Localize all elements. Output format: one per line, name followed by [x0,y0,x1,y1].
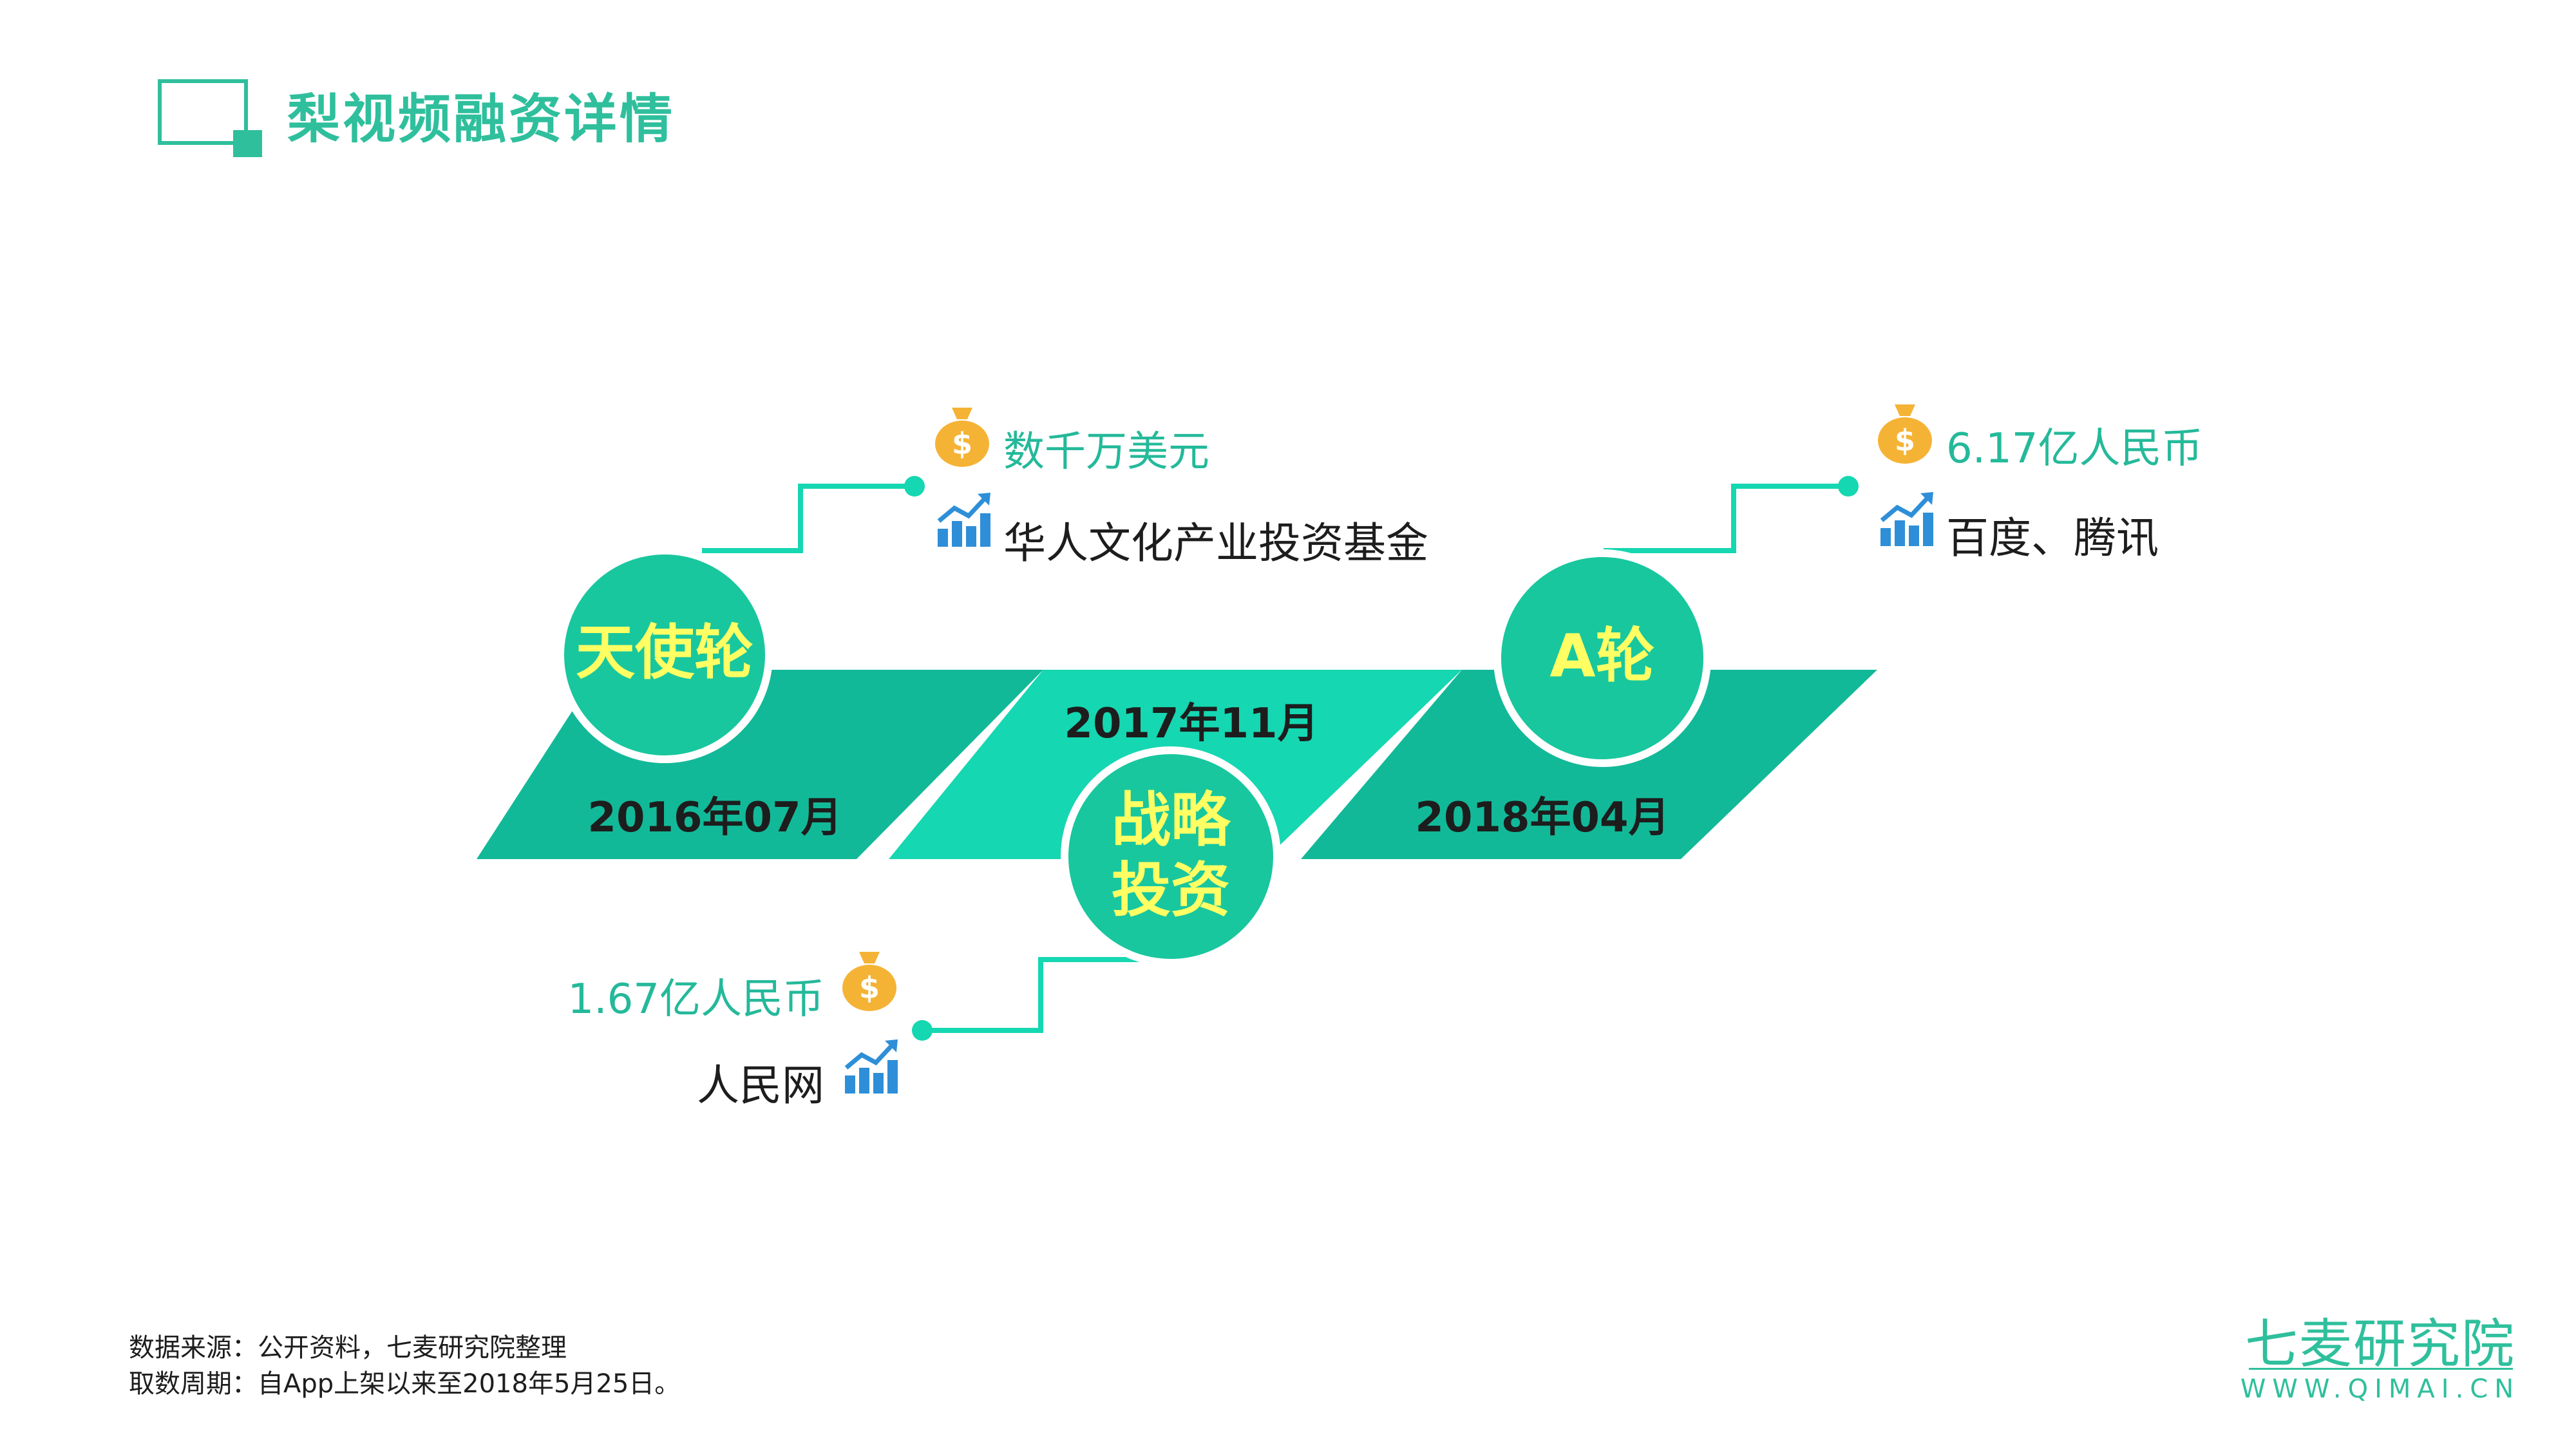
investor-angel: 华人文化产业投资基金 [1003,518,1428,568]
node-circle-strategic [1061,746,1281,967]
money-bag-icon: $ [935,408,989,467]
investor-series-a: 百度、腾讯 [1946,513,2159,563]
page-title: 梨视频融资详情 [287,89,676,150]
amount-angel: 数千万美元 [1003,428,1209,476]
round-date-series-a: 2018年04月 [1415,794,1670,842]
footer-note: 数据来源：公开资料，七麦研究院整理 取数周期：自App上架以来至2018年5月2… [129,1330,680,1402]
brand-divider [2249,1368,2513,1370]
amount-strategic: 1.67亿人民币 [567,976,825,1023]
growth-chart-icon [1880,492,1933,546]
growth-chart-icon [937,493,990,547]
amount-series-a: 6.17亿人民币 [1946,425,2203,473]
money-bag-icon: $ [842,952,896,1011]
title-bracket-icon [158,79,262,157]
brand-url: WWW.QIMAI.CN [2240,1374,2521,1404]
round-name-series-a: A轮 [1549,621,1655,690]
round-date-strategic: 2017年11月 [1064,700,1319,748]
connector-dot-angel [904,476,925,497]
period-note: 取数周期：自App上架以来至2018年5月25日。 [129,1369,681,1399]
svg-text:$: $ [1895,423,1915,458]
node-circle-angel [556,547,773,763]
round-name-strategic: 战略投资 [1111,786,1230,925]
round-date-angel: 2016年07月 [587,794,842,842]
node-circle-series-a [1493,549,1711,767]
connector-strategic [922,957,1172,1033]
connector-dot-series-a [1838,476,1859,497]
brand-logo-name: 七麦研究院 [2244,1314,2515,1375]
connector-dot-strategic [912,1020,933,1041]
svg-text:$: $ [952,426,972,461]
svg-text:$: $ [859,971,880,1005]
connector-series-a [1604,484,1848,553]
growth-chart-icon [844,1039,898,1094]
round-name-angel: 天使轮 [575,618,753,687]
money-bag-icon: $ [1878,404,1932,464]
investor-strategic: 人民网 [697,1061,824,1110]
source-note: 数据来源：公开资料，七麦研究院整理 [129,1333,567,1363]
connector-angel [702,484,914,553]
